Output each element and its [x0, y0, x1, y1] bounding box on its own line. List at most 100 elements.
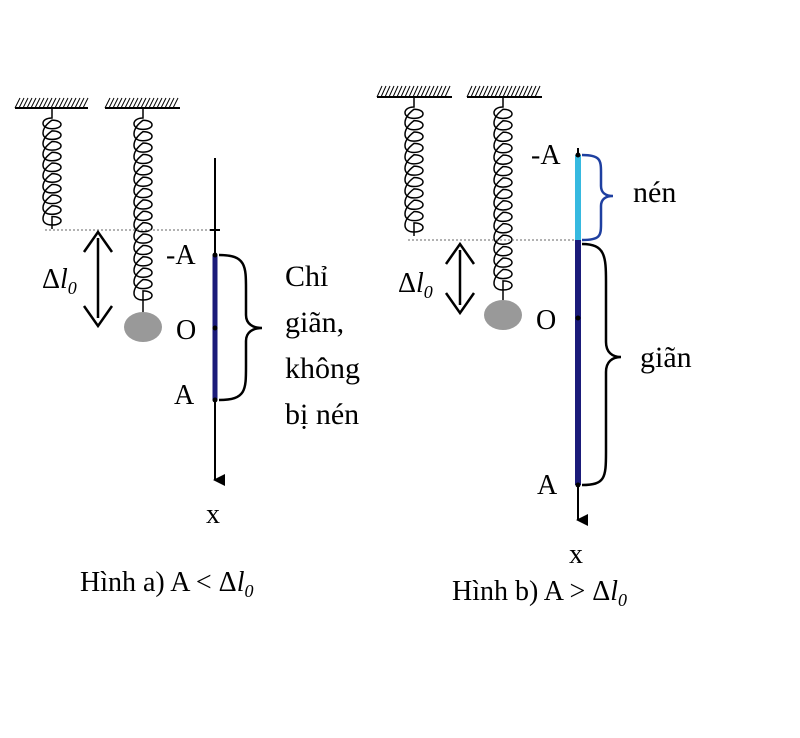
ceiling-hatch-line [466, 85, 473, 98]
ceiling-hatch-line [34, 97, 41, 109]
ceiling-hatch-line [388, 85, 395, 98]
axis-x-label-a: x [206, 499, 220, 530]
ceiling-hatch-line [42, 97, 49, 109]
ceiling-hatch-line [124, 97, 131, 109]
ceiling-hatch-line [474, 85, 481, 98]
ceiling-hatch-line [74, 97, 81, 109]
ceiling-hatch-line [78, 97, 85, 109]
ceiling-hatch-line [160, 97, 167, 109]
ceiling-hatch-line [440, 85, 447, 98]
label-o-a: O [176, 315, 196, 346]
ceiling-hatch-line [510, 85, 517, 98]
ceiling-hatch-line [104, 97, 111, 109]
ceiling-hatch-line [478, 85, 485, 98]
ceiling-hatch-line [140, 97, 147, 109]
brace-compressed-b [581, 153, 614, 242]
ceiling-b-right [466, 85, 542, 98]
ceiling-hatch-line [518, 85, 525, 98]
ceiling-hatch-line [144, 97, 151, 109]
ceiling-hatch-line [490, 85, 497, 98]
note-line-1: Chỉ [285, 260, 328, 293]
ceiling-hatch-line [428, 85, 435, 98]
ceiling-hatch-line [530, 85, 537, 98]
ceiling-hatch-line [108, 97, 115, 109]
ceiling-hatch-line [514, 85, 521, 98]
ceiling-hatch-line [168, 97, 175, 109]
label-minus-a-b: -A [531, 140, 561, 171]
ceiling-hatch-line [54, 97, 61, 109]
ceiling-hatch-line [22, 97, 29, 109]
ceiling-b-left [376, 85, 452, 98]
ceiling-hatch-line [112, 97, 119, 109]
ceiling-hatch-line [534, 85, 541, 98]
ceiling-hatch-line [62, 97, 69, 109]
ceiling-a-left [14, 97, 89, 109]
spring-unstretched-b [404, 97, 424, 236]
label-a-a: A [174, 380, 195, 411]
mass-ball-b [484, 300, 522, 330]
ceiling-hatch-line [66, 97, 73, 109]
ceiling-hatch-line [444, 85, 451, 98]
ceiling-hatch-line [50, 97, 57, 109]
ceiling-hatch-line [412, 85, 419, 98]
note-line-4: bị nén [285, 398, 359, 431]
ceiling-hatch-line [396, 85, 403, 98]
ceiling-hatch-line [494, 85, 501, 98]
ceiling-hatch-line [424, 85, 431, 98]
delta-l0-arrow-b [444, 241, 476, 316]
figure-b: Δl0 -A O A x nén giãn Hình b) A > Δl0 [376, 85, 692, 610]
ceiling-hatch-line [46, 97, 53, 109]
point-o-b [575, 315, 581, 321]
brace-stretched-b [581, 242, 622, 487]
label-o-b: O [536, 305, 556, 336]
point-a-a [212, 397, 218, 403]
ceiling-hatch-line [380, 85, 387, 98]
point-minus-a-b [575, 152, 581, 158]
ceiling-hatch-line [502, 85, 509, 98]
delta-l0-arrow-a [82, 229, 114, 329]
ceiling-hatch-line [164, 97, 171, 109]
label-compressed-b: nén [633, 176, 676, 209]
ceiling-hatch-line [392, 85, 399, 98]
ceiling-hatch-line [482, 85, 489, 98]
ceiling-hatch-line [416, 85, 423, 98]
figure-a: Δl0 -A O A x Chỉ giãn, không bị nén Hình… [14, 97, 360, 601]
caption-b: Hình b) A > Δl0 [452, 576, 627, 610]
ceiling-hatch-line [38, 97, 45, 109]
caption-a: Hình a) A < Δl0 [80, 567, 253, 601]
ceiling-hatch-line [120, 97, 127, 109]
point-minus-a-a [212, 252, 218, 258]
spring-stretched-b [493, 97, 513, 302]
point-a-b [575, 482, 581, 488]
ceiling-hatch-line [470, 85, 477, 98]
brace-a [218, 253, 263, 402]
ceiling-hatch-line [498, 85, 505, 98]
ceiling-hatch-line [70, 97, 77, 109]
ceiling-hatch-line [420, 85, 427, 98]
label-stretched-b: giãn [640, 341, 692, 374]
ceiling-hatch-line [26, 97, 33, 109]
ceiling-hatch-line [132, 97, 139, 109]
ceiling-hatch-line [128, 97, 135, 109]
ceiling-hatch-line [18, 97, 25, 109]
spring-stretched-a [133, 108, 153, 312]
ceiling-hatch-line [486, 85, 493, 98]
ceiling-hatch-line [436, 85, 443, 98]
axis-x-label-b: x [569, 539, 583, 570]
note-line-3: không [285, 352, 360, 385]
ceiling-hatch-line [82, 97, 89, 109]
ceiling-hatch-line [172, 97, 179, 109]
ceiling-hatch-line [376, 85, 383, 98]
label-a-b: A [537, 470, 558, 501]
ceiling-hatch-line [526, 85, 533, 98]
ceiling-hatch-line [148, 97, 155, 109]
ceiling-hatch-line [384, 85, 391, 98]
ceiling-hatch-line [58, 97, 65, 109]
ceiling-hatch-line [14, 97, 21, 109]
ceiling-hatch-line [152, 97, 159, 109]
ceiling-a-right [104, 97, 180, 109]
spring-unstretched-a [42, 108, 62, 229]
label-minus-a-a: -A [166, 240, 196, 271]
